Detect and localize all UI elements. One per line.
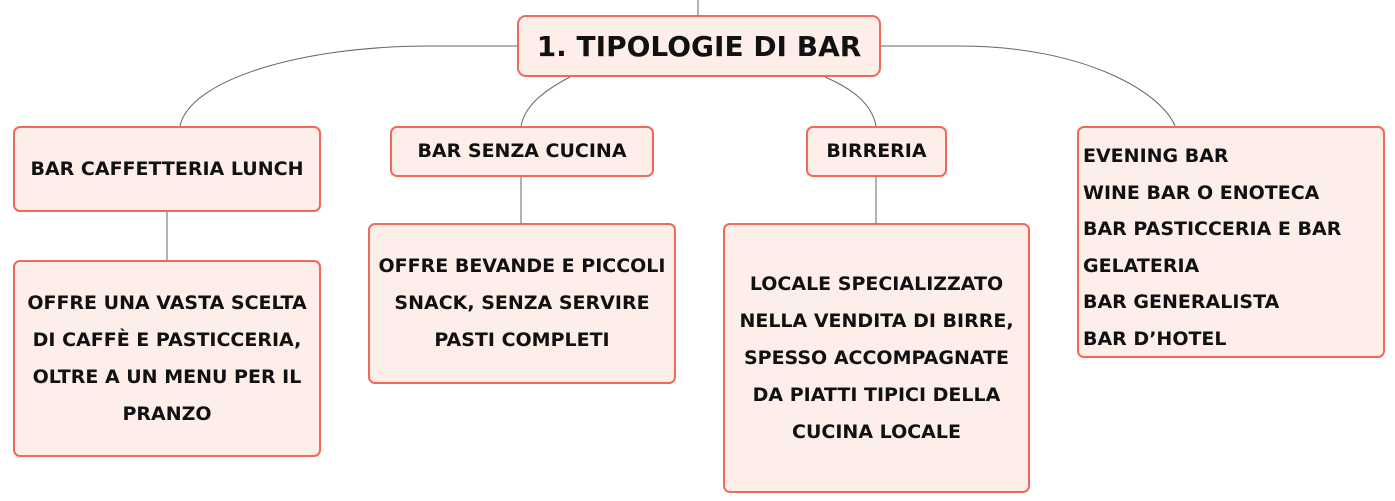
other-type-item: BAR GENERALISTA — [1083, 291, 1280, 313]
other-type-item: BAR PASTICCERIA E BAR — [1083, 218, 1342, 240]
other-types-node[interactable]: EVENING BAR WINE BAR O ENOTECA BAR PASTI… — [1077, 126, 1385, 358]
branch-node-birreria[interactable]: BIRRERIA — [806, 126, 947, 177]
other-type-item: EVENING BAR — [1083, 145, 1229, 167]
detail-node-bar-caffetteria[interactable]: OFFRE UNA VASTA SCELTA DI CAFFÈ E PASTIC… — [13, 260, 321, 457]
branch-node-bar-senza-cucina[interactable]: BAR SENZA CUCINA — [390, 126, 654, 177]
connector-branch-2 — [520, 76, 571, 127]
branch-node-bar-caffetteria[interactable]: BAR CAFFETTERIA LUNCH — [13, 126, 321, 212]
detail-node-bar-senza-cucina[interactable]: OFFRE BEVANDE E PICCOLI SNACK, SENZA SER… — [368, 223, 676, 384]
detail-node-birreria[interactable]: LOCALE SPECIALIZZATO NELLA VENDITA DI BI… — [723, 223, 1030, 493]
root-node[interactable]: 1. TIPOLOGIE DI BAR — [517, 15, 881, 77]
connector-branch-3 — [824, 76, 877, 127]
other-type-item: WINE BAR O ENOTECA — [1083, 181, 1320, 204]
connector-branch-1 — [179, 45, 517, 127]
other-type-item: BAR D’HOTEL — [1083, 327, 1227, 350]
connector-branch-4 — [881, 45, 1176, 127]
other-type-item: GELATERIA — [1083, 254, 1200, 277]
